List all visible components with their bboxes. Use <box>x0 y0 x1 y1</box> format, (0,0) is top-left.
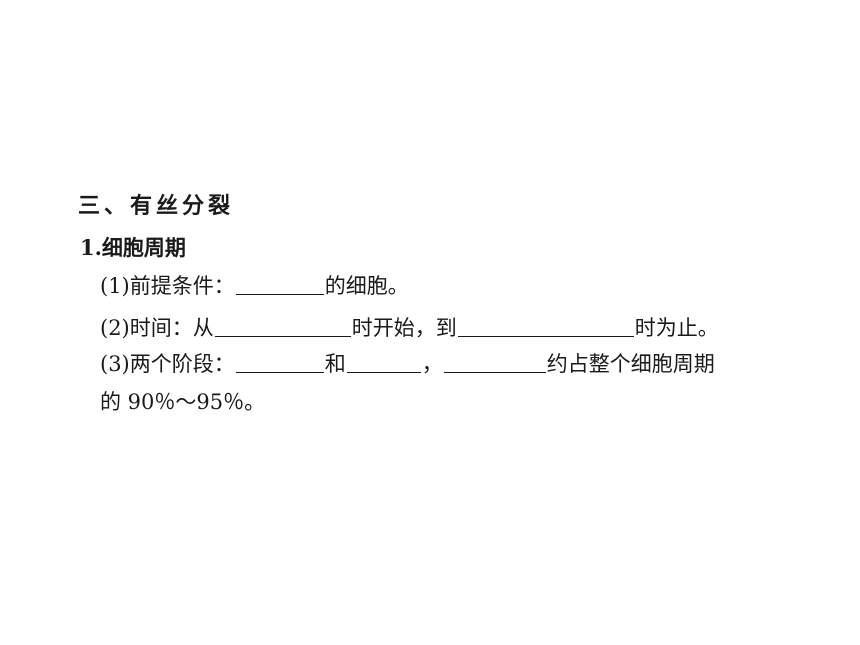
item-3-prefix: (3)两个阶段： <box>100 352 235 376</box>
subsection-title-text: 1.细胞周期 <box>80 235 186 260</box>
item-2-suffix: 时为止。 <box>634 316 719 340</box>
item-1-suffix: 的细胞。 <box>324 274 409 298</box>
blank-2b[interactable] <box>457 316 634 337</box>
item-2-time: (2)时间：从 时开始，到 时为止。 <box>100 313 719 343</box>
item-3-stages: (3)两个阶段： 和 ， 约占整个细胞周期 <box>100 349 715 379</box>
blank-1[interactable] <box>235 274 324 295</box>
item-3-comma: ， <box>421 352 443 376</box>
item-2-prefix: (2)时间：从 <box>100 316 214 340</box>
section-title: 三、有丝分裂 <box>78 192 234 222</box>
item-3-suffix: 约占整个细胞周期 <box>546 352 715 376</box>
item-3-continuation: 的 90％～95％。 <box>100 387 265 417</box>
section-title-text: 三、有丝分裂 <box>78 194 235 219</box>
subsection-title: 1.细胞周期 <box>80 233 186 263</box>
blank-3b[interactable] <box>346 352 421 373</box>
item-3-continuation-text: 的 90％～95％。 <box>100 390 266 414</box>
item-1-prerequisite: (1)前提条件： 的细胞。 <box>100 271 409 301</box>
blank-3c[interactable] <box>443 352 546 373</box>
item-1-prefix: (1)前提条件： <box>100 274 235 298</box>
item-3-and: 和 <box>324 352 346 376</box>
blank-2a[interactable] <box>214 316 351 337</box>
item-2-middle: 时开始，到 <box>351 316 457 340</box>
blank-3a[interactable] <box>235 352 324 373</box>
